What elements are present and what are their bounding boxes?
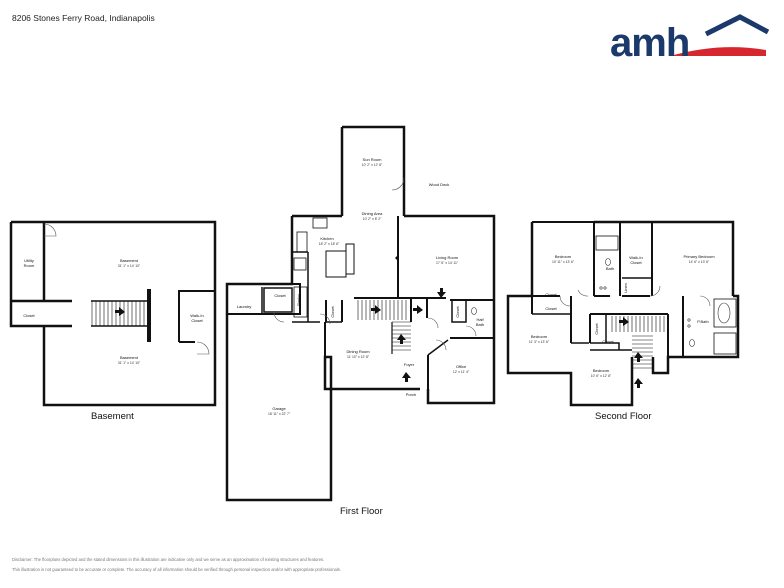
first-closet-c-label: Closet (455, 305, 460, 317)
basement-stairs (91, 301, 145, 326)
office-dims: 12' x 11' 4" (453, 370, 470, 374)
sun-room-label: Sun Room (363, 157, 383, 162)
bath-label: Bath (606, 266, 614, 271)
first-floor-label: First Floor (340, 506, 383, 517)
kitchen-dims: 18' 2" x 18' 6" (319, 242, 340, 246)
walkin-second-label-2: Closet (630, 260, 642, 265)
primary-bedroom-label: Primary Bedroom (683, 254, 715, 259)
bedroom-s-dims: 10' 6" x 12' 8" (591, 374, 612, 378)
closet-s3-label: Closet (594, 322, 599, 334)
basement-walkin-label-2: Closet (191, 318, 203, 323)
basement-walkin-label: Walk-In (190, 313, 203, 318)
living-room-dims: 17' 6" x 14' 11" (436, 261, 459, 265)
bedroom-nw-dims: 10' 11" x 13' 6" (552, 260, 575, 264)
basement-bottom-dims: 31' 1" x 14' 10" (118, 361, 141, 365)
foyer-label: Foyer (404, 362, 415, 367)
half-bath-label-2: Bath (476, 322, 484, 327)
bedroom-s-label: Bedroom (593, 368, 610, 373)
stair-arrows (115, 254, 643, 388)
first-floor-plan (225, 125, 496, 502)
office-label: Office (456, 364, 467, 369)
garage-label: Garage (272, 406, 286, 411)
door-swings (43, 177, 711, 355)
dining-room-dims: 11' 10" x 12' 8" (347, 355, 370, 359)
sun-room-dims: 10' 2" x 12' 8" (362, 163, 383, 167)
basement-floor-label: Basement (91, 411, 134, 422)
linen-label: Linen (623, 283, 628, 293)
bedroom-nw-label: Bedroom (555, 254, 572, 259)
fixtures (471, 258, 731, 347)
basement-top-label: Basement (120, 258, 139, 263)
basement-closet-label: Closet (23, 313, 35, 318)
second-floor-stairs (611, 316, 665, 369)
dining-area-label: Dining Area (362, 211, 383, 216)
utility-room-label: Utility (24, 258, 34, 263)
disclaimer-line-1: Disclaimer: The floorplans depicted and … (12, 557, 325, 562)
walkin-second-label: Walk-In (629, 255, 642, 260)
disclaimer-line-2: This illustration is not guaranteed to b… (12, 567, 342, 572)
closet-s1-label: Closet (545, 292, 557, 297)
basement-floor-plan (9, 220, 217, 407)
laundry-label: Laundry (237, 304, 251, 309)
closet-s4-label: Closet (602, 339, 614, 344)
basement-bottom-label: Basement (120, 355, 139, 360)
living-room-label: Living Room (436, 255, 459, 260)
bedroom-sw-dims: 11' 3" x 13' 6" (529, 340, 550, 344)
logo-text: amh (610, 21, 689, 62)
wood-deck-label: Wood Deck (429, 182, 450, 187)
kitchen-label: Kitchen (320, 236, 333, 241)
closet-s2-label: Closet (545, 306, 557, 311)
primary-bedroom-dims: 14' 6" x 13' 6" (689, 260, 710, 264)
garage-dims: 18' 11" x 22' 7" (268, 412, 291, 416)
basement-top-dims: 31' 1" x 14' 10" (118, 264, 141, 268)
second-floor-label: Second Floor (595, 411, 652, 422)
half-bath-label: Half (476, 317, 484, 322)
porch-label: Porch (406, 392, 416, 397)
first-floor-stairs (357, 300, 411, 354)
second-floor-plan (506, 220, 740, 407)
dining-area-dims: 10' 2" x 8' 2" (363, 217, 382, 221)
amh-roof-mark: amh (610, 14, 770, 62)
first-closet-b-label: Closet (330, 305, 335, 317)
utility-room-label-2: Room (24, 263, 35, 268)
property-address: 8206 Stones Ferry Road, Indianapolis (12, 13, 155, 23)
pantry-label: Pantry (296, 294, 301, 306)
dining-room-label: Dining Room (346, 349, 370, 354)
p-bath-label: P.Bath (697, 319, 709, 324)
first-closet-a-label: Closet (274, 293, 286, 298)
bedroom-sw-label: Bedroom (531, 334, 548, 339)
amh-logo: amh (608, 12, 772, 62)
